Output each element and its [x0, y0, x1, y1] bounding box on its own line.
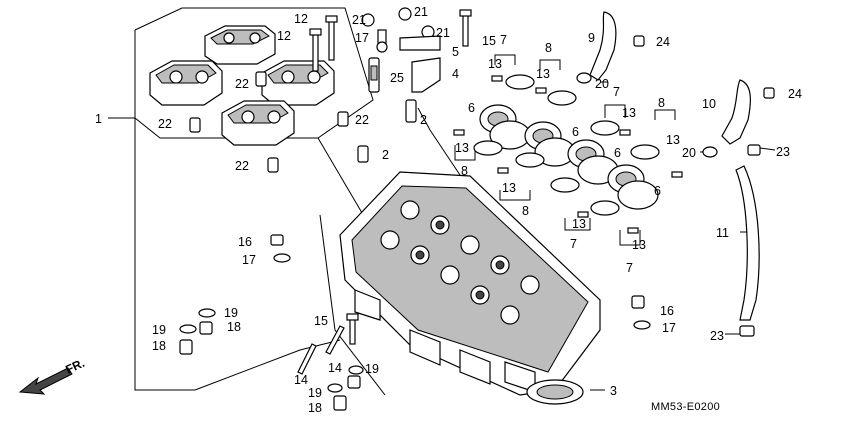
callout-11: 11	[716, 226, 729, 240]
figure-code: MM53-E0200	[651, 401, 720, 413]
callout-13: 13	[632, 238, 646, 252]
callout-19: 19	[308, 386, 322, 400]
callout-13: 13	[572, 217, 586, 231]
callout-17: 17	[662, 321, 676, 335]
callout-19: 19	[365, 362, 379, 376]
callout-7: 7	[626, 261, 633, 275]
callout-14: 14	[328, 361, 342, 375]
callout-6: 6	[654, 184, 661, 198]
callout-19: 19	[224, 306, 238, 320]
callout-13: 13	[666, 133, 680, 147]
callout-6: 6	[572, 125, 579, 139]
callout-22: 22	[235, 159, 249, 173]
callout-17: 17	[242, 253, 256, 267]
callout-24: 24	[788, 87, 802, 101]
callout-13: 13	[502, 181, 516, 195]
frame-lines	[108, 7, 776, 396]
callout-22: 22	[158, 117, 172, 131]
callout-7: 7	[570, 237, 577, 251]
callout-15: 15	[314, 314, 328, 328]
callout-15: 15	[482, 34, 496, 48]
callout-6: 6	[468, 101, 475, 115]
callout-21: 21	[352, 13, 366, 27]
spark-plug-group	[357, 7, 472, 163]
callout-23: 23	[710, 329, 724, 343]
callout-18: 18	[152, 339, 166, 353]
callout-8: 8	[461, 164, 468, 178]
callout-4: 4	[452, 67, 459, 81]
callout-7: 7	[500, 33, 507, 47]
callout-18: 18	[227, 320, 241, 334]
callout-8: 8	[545, 41, 552, 55]
callout-5: 5	[452, 45, 459, 59]
fasteners-left	[179, 234, 651, 411]
callout-2: 2	[382, 148, 389, 162]
callout-labels: 1 2 2 3 4 5 6 6 6 6 7 7 7 7 8 8 8 8 9 10…	[95, 5, 802, 415]
front-direction-label: FR.	[63, 356, 86, 377]
callout-20: 20	[682, 146, 696, 160]
callout-12: 12	[277, 29, 291, 43]
callout-13: 13	[455, 141, 469, 155]
callout-13: 13	[488, 57, 502, 71]
carb-joints	[453, 74, 683, 234]
callout-19: 19	[152, 323, 166, 337]
callout-10: 10	[702, 97, 716, 111]
callout-13: 13	[622, 106, 636, 120]
callout-18: 18	[308, 401, 322, 415]
callout-21: 21	[414, 5, 428, 19]
callout-8: 8	[522, 204, 529, 218]
callout-3: 3	[610, 384, 617, 398]
callout-21: 21	[436, 26, 450, 40]
callout-6: 6	[614, 146, 621, 160]
cylinder-head	[339, 171, 601, 405]
front-direction-arrow: FR.	[18, 356, 87, 395]
callout-12: 12	[294, 12, 308, 26]
callout-17: 17	[355, 31, 369, 45]
callout-9: 9	[588, 31, 595, 45]
callout-7: 7	[613, 85, 620, 99]
callout-22: 22	[235, 77, 249, 91]
callout-1: 1	[95, 112, 102, 126]
callout-20: 20	[595, 77, 609, 91]
callout-22: 22	[355, 113, 369, 127]
breather-pipes	[576, 11, 775, 337]
callout-14: 14	[294, 373, 308, 387]
callout-23: 23	[776, 145, 790, 159]
callout-2: 2	[420, 113, 427, 127]
callout-16: 16	[238, 235, 252, 249]
callout-25: 25	[390, 71, 404, 85]
callout-16: 16	[660, 304, 674, 318]
callout-8: 8	[658, 96, 665, 110]
cam-holder-group	[149, 15, 349, 173]
callout-13: 13	[536, 67, 550, 81]
callout-24: 24	[656, 35, 670, 49]
